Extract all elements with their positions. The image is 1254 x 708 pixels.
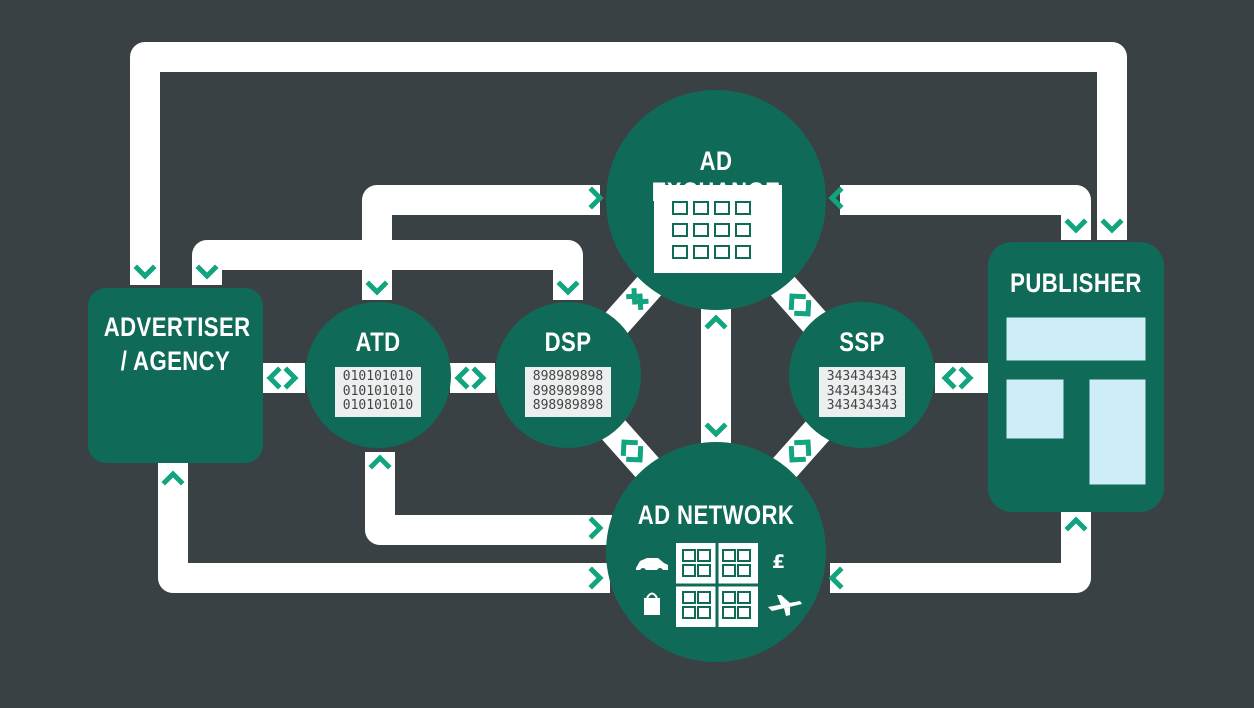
chevron-right-icon	[588, 566, 604, 590]
chevron-arrows	[133, 186, 1124, 590]
ssp-label: SSP	[839, 327, 885, 357]
chevron-left-icon	[266, 366, 282, 390]
chevron-down-icon	[1064, 218, 1088, 234]
atd-data-box: 010101010 010101010 010101010	[335, 367, 421, 417]
chevron-up-icon	[368, 454, 392, 470]
dsp-data-row: 898989898	[532, 369, 604, 384]
diagonal-chevron-icon	[620, 439, 644, 463]
ad-exchange-label: AD EXCHANGE	[651, 146, 781, 207]
outer-top-connector	[130, 42, 1127, 285]
chevron-down-icon	[1100, 218, 1124, 234]
chevron-down-icon	[133, 264, 157, 280]
diagonal-chevron-icon	[788, 293, 812, 317]
advertiser-label: ADVERTISER / AGENCY	[103, 310, 251, 378]
diagonal-chevron-icon	[626, 288, 649, 311]
airplane-icon	[768, 595, 802, 616]
exchange-publisher-connector	[840, 185, 1091, 240]
chevron-left-icon	[828, 186, 844, 210]
network-grid-icon	[676, 543, 758, 627]
chevron-down-icon	[556, 280, 580, 296]
exchange-ssp-connector	[768, 273, 832, 338]
diagonal-chevron-icon	[788, 439, 812, 463]
ssp-data-row: 343434343	[826, 383, 898, 399]
atd-data-row: 010101010	[342, 398, 414, 413]
dsp-data-row: 898989898	[532, 383, 604, 399]
atd-exchange-connector	[362, 185, 600, 300]
chevron-down-icon	[365, 280, 389, 296]
dsp-data-row: 898989898	[532, 398, 604, 413]
chevron-up-icon	[161, 470, 185, 486]
pound-icon: £	[772, 551, 786, 573]
atd-data-row: 010101010	[342, 369, 414, 384]
advertiser-label-line1: ADVERTISER	[103, 312, 251, 342]
connector-lines	[130, 42, 1127, 593]
publisher-network-connector	[830, 512, 1091, 593]
dsp-data-box: 898989898 898989898 898989898	[525, 367, 611, 417]
atd-network-connector	[365, 452, 612, 545]
ssp-data-row: 343434343	[826, 369, 898, 384]
chevron-right-icon	[588, 186, 604, 210]
ssp-data-box: 343434343 343434343 343434343	[819, 367, 905, 417]
chevron-right-icon	[283, 366, 299, 390]
dsp-network-connector	[600, 418, 664, 483]
shopping-bag-icon	[644, 592, 660, 615]
publisher-label: PUBLISHER	[1010, 268, 1142, 298]
dsp-exchange-connector	[600, 273, 664, 338]
chevron-up-icon	[1064, 516, 1088, 532]
advertiser-label-line2: / AGENCY	[120, 346, 231, 376]
exchange-grid-icon	[654, 185, 782, 273]
atd-data-row: 010101010	[342, 383, 414, 399]
chevron-right-icon	[471, 366, 487, 390]
publisher-layout-icon	[1003, 314, 1149, 488]
chevron-left-icon	[454, 366, 470, 390]
chevron-down-icon	[704, 422, 728, 438]
chevron-left-icon	[828, 566, 844, 590]
atd-label: ATD	[355, 327, 401, 357]
chevron-right-icon	[588, 516, 604, 540]
chevron-up-icon	[704, 314, 728, 330]
chevron-left-icon	[941, 366, 957, 390]
chevron-right-icon	[958, 366, 974, 390]
ssp-network-connector	[768, 418, 832, 483]
outer-bottom-connector	[158, 460, 610, 593]
ssp-data-row: 343434343	[826, 398, 898, 413]
advertiser-node	[88, 288, 263, 463]
chevron-down-icon	[195, 264, 219, 280]
ad-network-label: AD NETWORK	[637, 500, 795, 530]
car-icon	[636, 558, 668, 574]
dsp-label: DSP	[544, 327, 592, 357]
